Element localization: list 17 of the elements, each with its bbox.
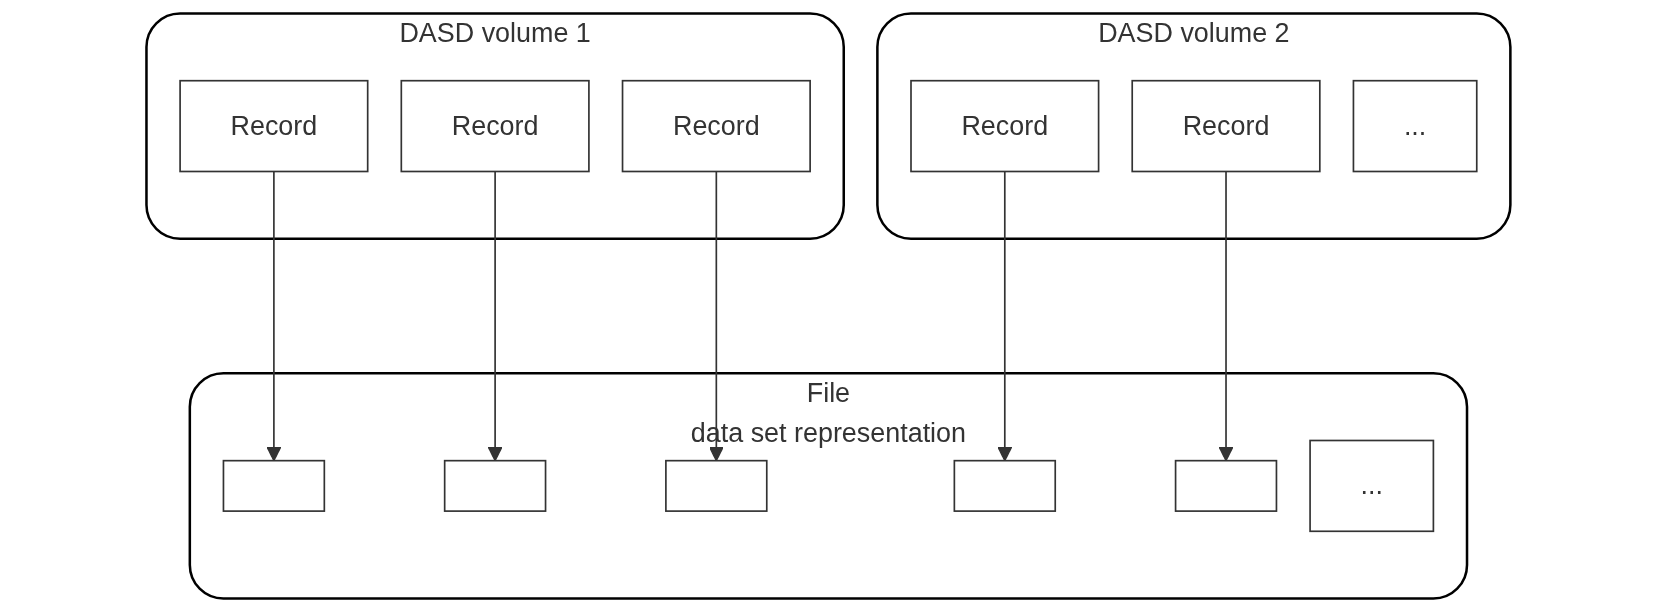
node-box (443, 459, 547, 512)
arrow (709, 170, 724, 462)
node-box (222, 459, 326, 512)
node-box: Record (400, 79, 590, 173)
node-box (1174, 459, 1278, 512)
node-box: ... (1352, 79, 1478, 173)
arrow (266, 170, 282, 462)
node-box: Record (179, 79, 369, 173)
node-box: ... (1309, 439, 1435, 533)
arrow (997, 170, 1013, 462)
node-box: Record (910, 79, 1100, 173)
node-box: Record (1131, 79, 1321, 173)
arrow (487, 170, 503, 462)
node-box (665, 459, 768, 512)
node-box (953, 459, 1057, 512)
node-box: Record (621, 79, 812, 173)
arrow (1218, 170, 1234, 462)
